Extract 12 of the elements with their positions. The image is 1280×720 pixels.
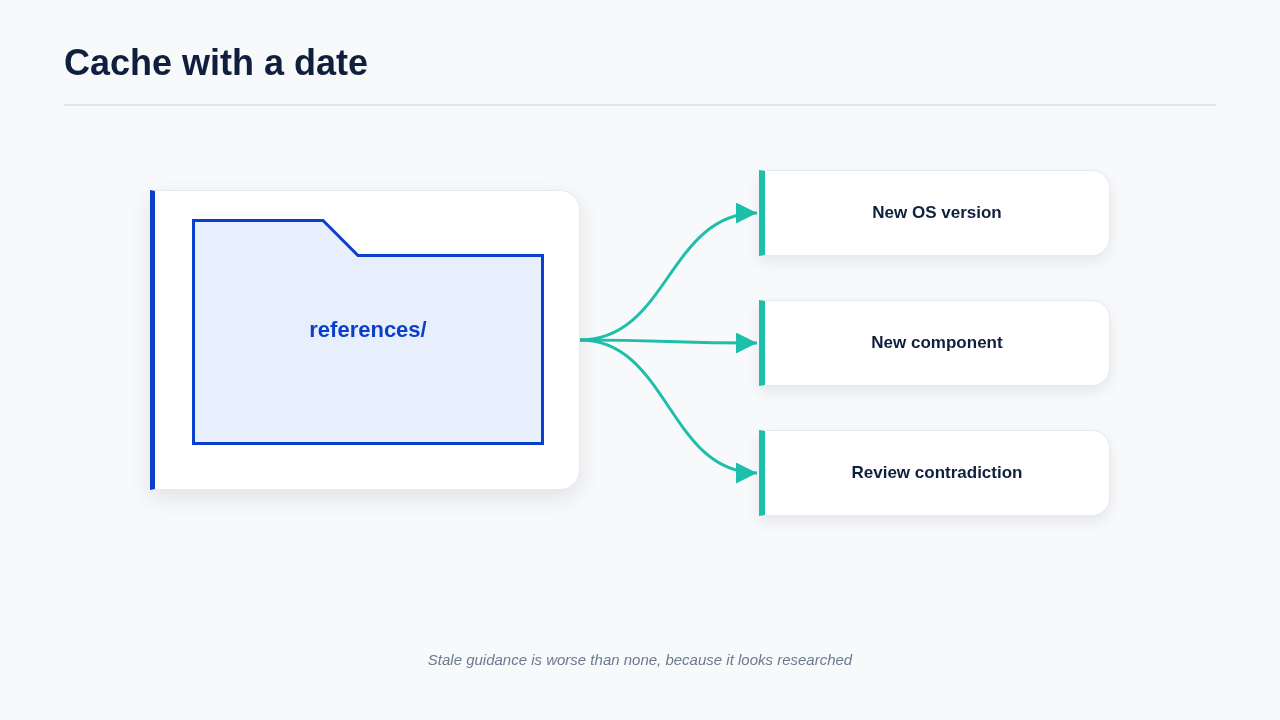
process-box [759,300,1110,386]
box-label: New component [871,333,1003,353]
folder-label: references/ [308,317,428,343]
arrow [579,205,758,342]
card-panel [150,190,580,490]
box-label: Review contradiction [851,463,1023,483]
process-box [759,170,1110,256]
box-label: New OS version [872,203,1002,223]
process-box [759,430,1110,516]
caption: Stale guidance is worse than none, because it looks researched [426,651,854,668]
arrow [579,338,758,481]
title: Cache with a date [64,42,369,84]
